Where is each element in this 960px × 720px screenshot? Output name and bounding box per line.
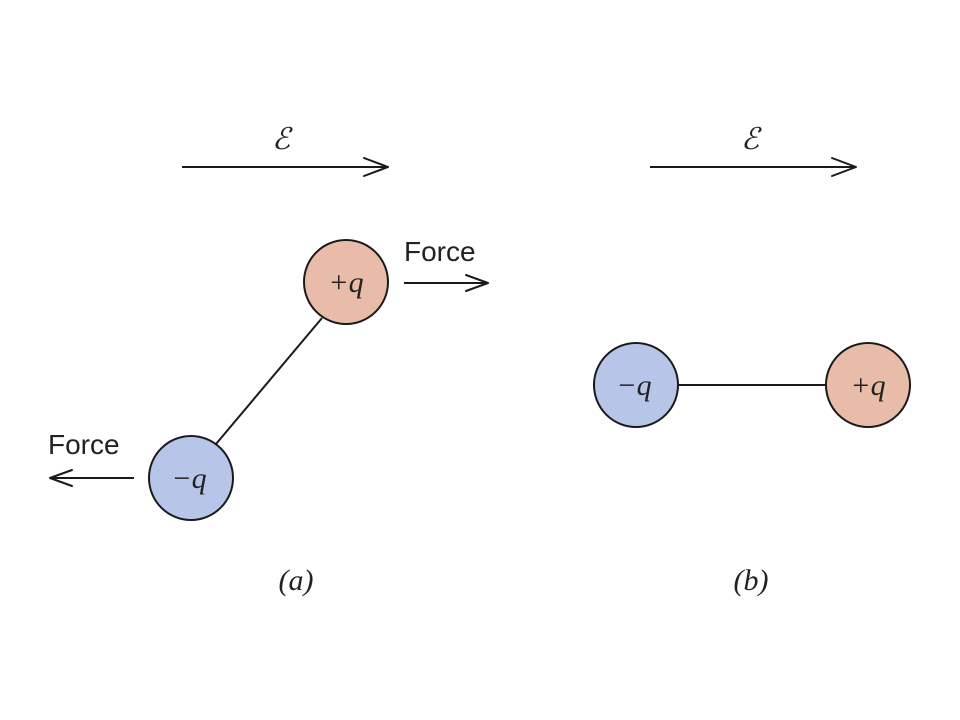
- panel-a-field-label: ℰ: [272, 122, 293, 157]
- panel-b-positive-charge: [825, 342, 911, 428]
- panel-a-dipole-rod: [215, 317, 323, 445]
- panel-a-force-label-right: Force: [404, 236, 476, 267]
- panel-b-caption: (b): [734, 564, 769, 597]
- panel-b-negative-charge: [593, 342, 679, 428]
- panel-a-force-label-left: Force: [48, 429, 120, 460]
- panel-a-positive-charge-label: +q: [328, 266, 363, 299]
- panel-a-positive-charge: [303, 239, 389, 325]
- panel-a: ℰ +q −q Force Force (a): [48, 122, 489, 597]
- panel-b-negative-charge-label: −q: [616, 369, 651, 402]
- panel-a-force-arrow-left: [49, 469, 134, 487]
- panel-a-negative-charge-label: −q: [171, 462, 206, 495]
- panel-b-field-arrow: [650, 157, 857, 177]
- panel-b-field-label: ℰ: [741, 122, 762, 157]
- panel-a-field-arrow: [182, 157, 389, 177]
- panel-a-caption: (a): [279, 564, 314, 597]
- panel-b: ℰ −q +q (b): [593, 122, 911, 597]
- panel-a-negative-charge: [148, 435, 234, 521]
- panel-a-force-arrow-right: [404, 274, 489, 292]
- panel-b-positive-charge-label: +q: [850, 369, 885, 402]
